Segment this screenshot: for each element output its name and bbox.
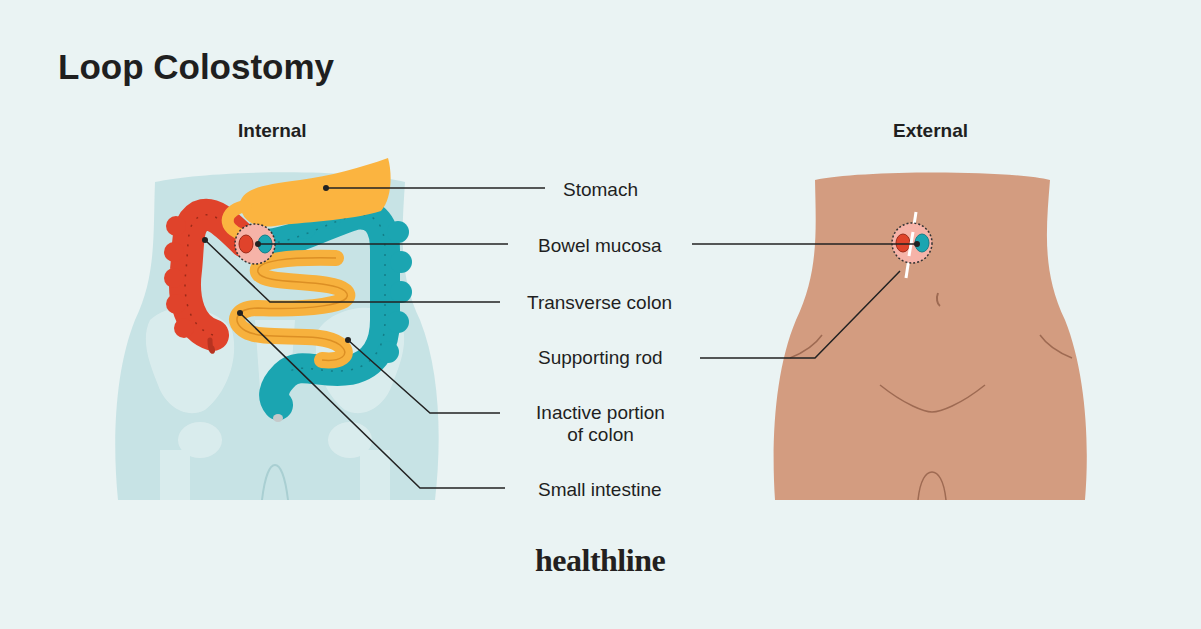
femur: [360, 450, 390, 500]
part-label: Transverse colon: [527, 292, 672, 314]
part-label: Inactive portion of colon: [528, 402, 673, 446]
leader-dots: [202, 185, 920, 343]
colon-centerline: [268, 215, 385, 375]
leader-dot: [237, 310, 243, 316]
stomach: [240, 158, 391, 227]
bump: [166, 216, 186, 236]
panel-heading: Internal: [238, 120, 307, 142]
femur: [160, 450, 190, 500]
bump: [390, 281, 412, 303]
bump: [164, 268, 184, 288]
leader-dot: [202, 237, 208, 243]
torso-outline: [774, 173, 1087, 501]
brand-logo: healthline: [535, 542, 665, 579]
leader-dot: [914, 241, 920, 247]
navel: [937, 293, 940, 306]
crotch-line: [262, 465, 288, 500]
external-figure: [774, 173, 1087, 501]
leader-line: [240, 313, 505, 488]
leader-dot: [323, 185, 329, 191]
stoma: [892, 223, 932, 263]
small-intestine-line: [237, 258, 347, 361]
bump: [174, 318, 194, 338]
leader-line: [205, 240, 500, 302]
stoma-red: [896, 234, 910, 252]
leader-dot: [345, 337, 351, 343]
leader-line: [692, 243, 917, 245]
leader-line: [348, 340, 500, 413]
skin-crease: [1040, 335, 1072, 358]
bump: [166, 294, 186, 314]
internal-figure: [115, 158, 438, 500]
colon-bumps: [164, 216, 194, 338]
small-intestine: [237, 258, 347, 361]
crotch-line: [918, 472, 946, 500]
bump: [390, 251, 412, 273]
skin-crease: [790, 335, 822, 358]
anus: [273, 414, 283, 422]
part-label: Supporting rod: [538, 347, 663, 369]
leader-lines: [205, 188, 917, 488]
leader-line: [326, 187, 545, 189]
bump: [387, 221, 409, 243]
part-label: Bowel mucosa: [538, 235, 662, 257]
leader-line: [700, 271, 900, 358]
stoma-red: [239, 235, 253, 253]
part-label: Small intestine: [538, 479, 662, 501]
stoma-teal: [915, 234, 929, 252]
leader-line: [258, 243, 508, 245]
diagram-title: Loop Colostomy: [58, 47, 334, 87]
part-label: Stomach: [563, 179, 638, 201]
appendix: [210, 340, 213, 351]
bump: [387, 311, 409, 333]
skin-crease: [880, 385, 985, 412]
panel-heading: External: [893, 120, 968, 142]
bump: [164, 242, 184, 262]
leader-dot: [255, 241, 261, 247]
